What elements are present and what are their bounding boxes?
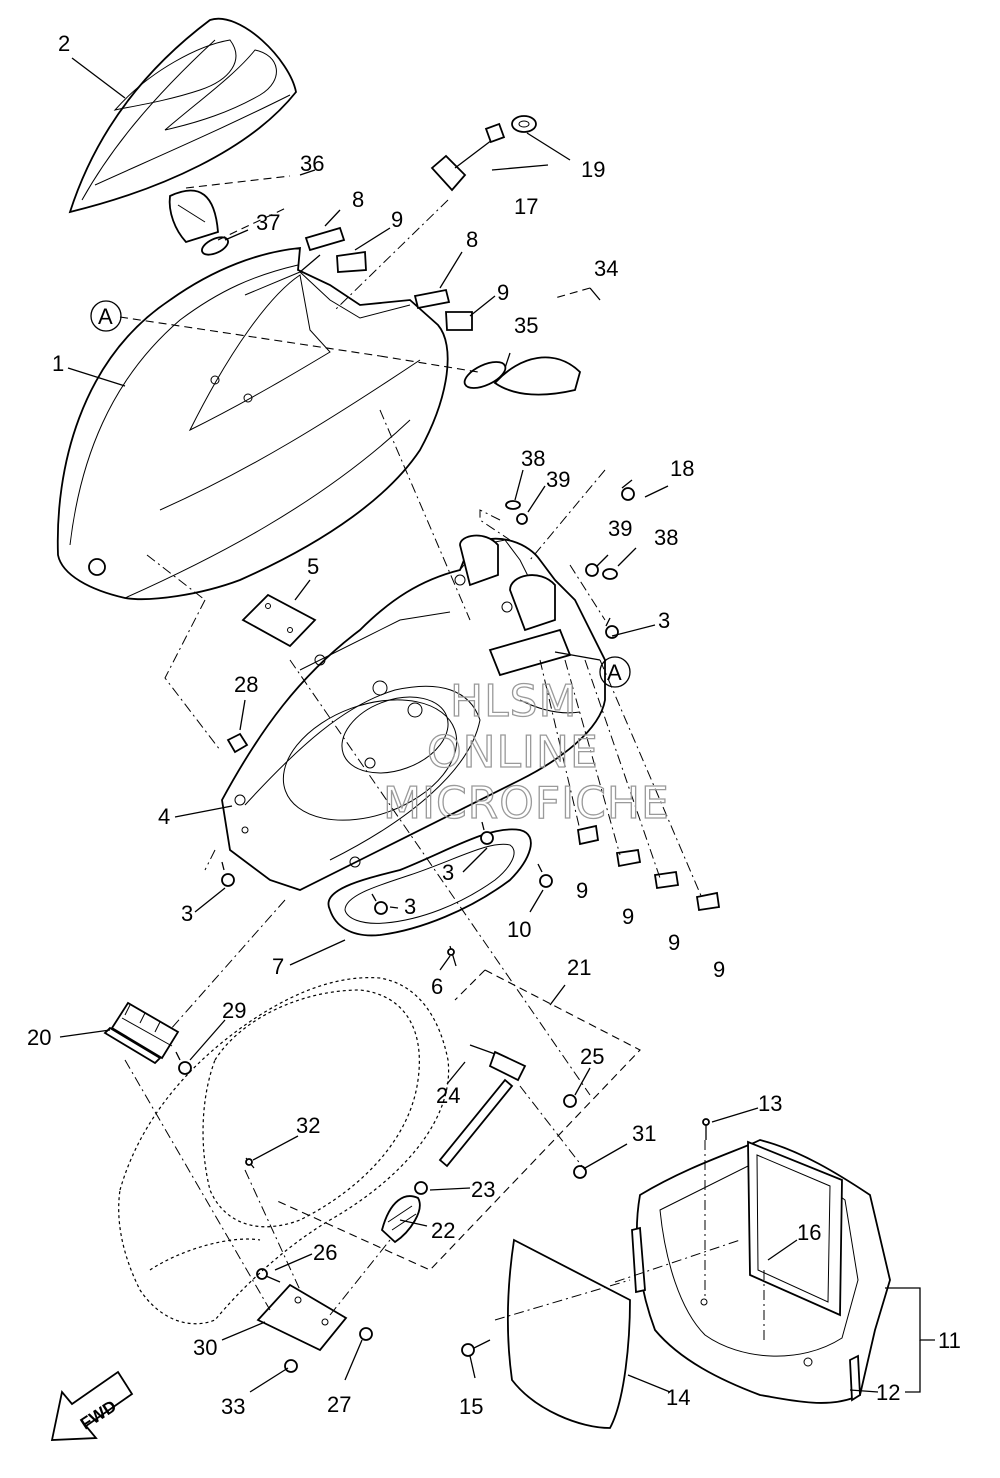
callout-27: 27 [327,1392,351,1417]
callout-15: 15 [459,1394,483,1419]
callout-16: 16 [797,1220,821,1245]
screw-29 [175,1051,192,1075]
part-17-19-sensor [430,115,537,192]
part-24-bracket [469,1044,527,1082]
reference-mark-a-top-label: A [98,304,113,329]
reference-mark-a-top: A [90,300,122,332]
reference-mark-a-bottom-label: A [607,660,622,685]
forward-direction-arrow: FWD [50,1370,134,1441]
screw-15 [461,1339,491,1357]
reference-mark-a-bottom: A [599,656,631,688]
callout-20: 20 [27,1025,51,1050]
watermark-line-2: ONLINE [427,727,599,778]
callout-labels: 2 36 37 8 9 8 9 17 19 34 35 1 38 39 18 3… [27,31,961,1419]
callout-19: 19 [581,157,605,182]
callout-24: 24 [436,1083,460,1108]
callout-36: 36 [300,151,324,176]
screw-3-deck [480,821,494,845]
callout-3-mid: 3 [404,894,416,919]
watermark-line-1: HLSM [450,676,578,727]
callout-32: 32 [296,1113,320,1138]
part-13-rivet [702,1118,710,1140]
callout-7: 7 [272,954,284,979]
part-2-top-cover [68,17,297,214]
callout-9-b: 9 [622,904,634,929]
part-14-panel [507,1238,631,1429]
callout-29: 29 [222,998,246,1023]
part-30-latch [256,1283,348,1352]
watermark-line-3: MICROFICHE [383,778,670,829]
callout-28: 28 [234,672,258,697]
screw-26 [256,1268,281,1283]
screw-25 [563,1094,577,1108]
screw-27 [359,1327,373,1341]
callout-9-c: 9 [668,930,680,955]
leader-lines [59,57,935,1393]
callout-1: 1 [52,351,64,376]
part-34-35-vent [463,356,582,396]
callout-18: 18 [670,456,694,481]
callout-26: 26 [313,1240,337,1265]
callout-33: 33 [221,1394,245,1419]
hull-outline [118,977,450,1325]
callout-13: 13 [758,1091,782,1116]
washers-38-39 [505,500,618,580]
callout-38-top: 38 [521,446,545,471]
callout-11: 11 [938,1328,961,1353]
callout-30: 30 [193,1335,217,1360]
callout-22: 22 [431,1218,455,1243]
part-21-box [274,969,641,1271]
screw-10 [537,863,553,888]
callout-9-mid: 9 [497,280,509,305]
part-4-deck-frame [221,534,606,891]
part-28-clip [226,732,249,754]
callout-21: 21 [567,955,591,980]
part-36-bracket [168,189,229,256]
callout-9-top: 9 [391,207,403,232]
callout-39-top: 39 [546,467,570,492]
callout-8-top: 8 [352,187,364,212]
screw-18 [621,479,635,501]
callout-10: 10 [507,917,531,942]
callout-39-right: 39 [608,516,632,541]
callout-5: 5 [307,554,319,579]
callout-3-deck: 3 [442,860,454,885]
callout-14: 14 [666,1385,690,1410]
callout-31: 31 [632,1121,656,1146]
callout-3-left: 3 [181,901,193,926]
callout-4: 4 [158,804,170,829]
part-6-pin [447,945,457,967]
part-5-plate [241,593,317,648]
callout-34: 34 [594,256,618,281]
watermark: HLSM ONLINE MICROFICHE [382,675,670,829]
callout-38-right: 38 [654,525,678,550]
callout-17: 17 [514,194,538,219]
callout-2: 2 [58,31,70,56]
callout-3-right: 3 [658,608,670,633]
callout-25: 25 [580,1044,604,1069]
callout-23: 23 [471,1177,495,1202]
part-1-hood [56,246,449,601]
part-11-12-tray [631,1139,891,1404]
callout-8-mid: 8 [466,227,478,252]
pads-8-9-upper [304,226,473,331]
pads-9-lower [576,824,721,912]
screw-31 [573,1165,587,1179]
callout-12: 12 [876,1380,900,1405]
part-22-23-damper [380,1078,514,1244]
screw-3-left [221,861,235,887]
callout-6: 6 [431,974,443,999]
screw-33 [284,1359,298,1373]
screw-3-mid [371,893,388,915]
part-32-pin [245,1157,255,1169]
callout-37: 37 [256,210,280,235]
callout-9-a: 9 [576,878,588,903]
callout-35: 35 [514,313,538,338]
callout-9-d: 9 [713,957,725,982]
part-20-hinge [103,1001,180,1065]
